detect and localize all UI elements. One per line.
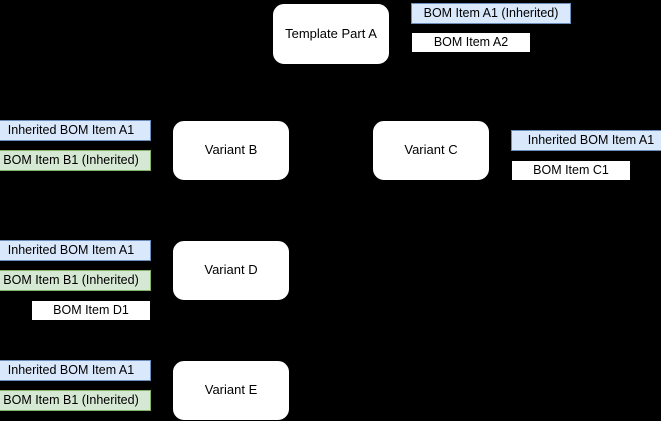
bom-item-label: BOM Item D1 <box>53 302 129 317</box>
part-node-row-template-a[interactable]: Template Part A <box>272 3 390 65</box>
part-node-label: Template Part A <box>285 25 377 41</box>
bom-item-label: BOM Item A1 (Inherited) <box>423 5 559 20</box>
bom-item-box[interactable]: BOM Item D1 <box>31 300 151 321</box>
part-node-row-variant-e[interactable]: Variant E <box>172 360 290 421</box>
bom-item-box[interactable]: BOM Item B1 (Inherited) <box>0 390 151 411</box>
bom-item-box[interactable]: BOM Item A2 <box>411 32 531 53</box>
bom-item-label: Inherited BOM Item A1 <box>7 122 135 137</box>
part-node-label: Variant E <box>204 382 258 398</box>
bom-item-label: Inherited BOM Item A1 <box>527 132 655 147</box>
bom-item-label: BOM Item A2 <box>433 34 509 49</box>
part-node-label: Variant B <box>204 142 258 158</box>
bom-item-box[interactable]: BOM Item B1 (Inherited) <box>0 270 151 291</box>
part-node-label: Variant D <box>204 262 258 278</box>
bom-item-label: BOM Item B1 (Inherited) <box>3 392 139 407</box>
part-node-row-variant-b[interactable]: Variant B <box>172 120 290 181</box>
bom-item-box[interactable]: Inherited BOM Item A1 <box>0 240 151 261</box>
bom-item-label: BOM Item B1 (Inherited) <box>3 152 139 167</box>
bom-item-box[interactable]: Inherited BOM Item A1 <box>0 120 151 141</box>
bom-item-box[interactable]: Inherited BOM Item A1 <box>0 360 151 381</box>
bom-item-box[interactable]: BOM Item A1 (Inherited) <box>411 3 571 24</box>
bom-item-label: Inherited BOM Item A1 <box>7 362 135 377</box>
part-node-row-variant-d[interactable]: Variant D <box>172 240 290 301</box>
bom-item-box[interactable]: BOM Item C1 <box>511 160 631 181</box>
part-node-label: Variant C <box>404 142 458 158</box>
bom-item-label: Inherited BOM Item A1 <box>7 242 135 257</box>
part-node-row-variant-c[interactable]: Variant C <box>372 120 490 181</box>
bom-item-box[interactable]: BOM Item B1 (Inherited) <box>0 150 151 171</box>
bom-item-label: BOM Item B1 (Inherited) <box>3 272 139 287</box>
bom-item-box[interactable]: Inherited BOM Item A1 <box>511 130 661 151</box>
bom-item-label: BOM Item C1 <box>533 162 609 177</box>
